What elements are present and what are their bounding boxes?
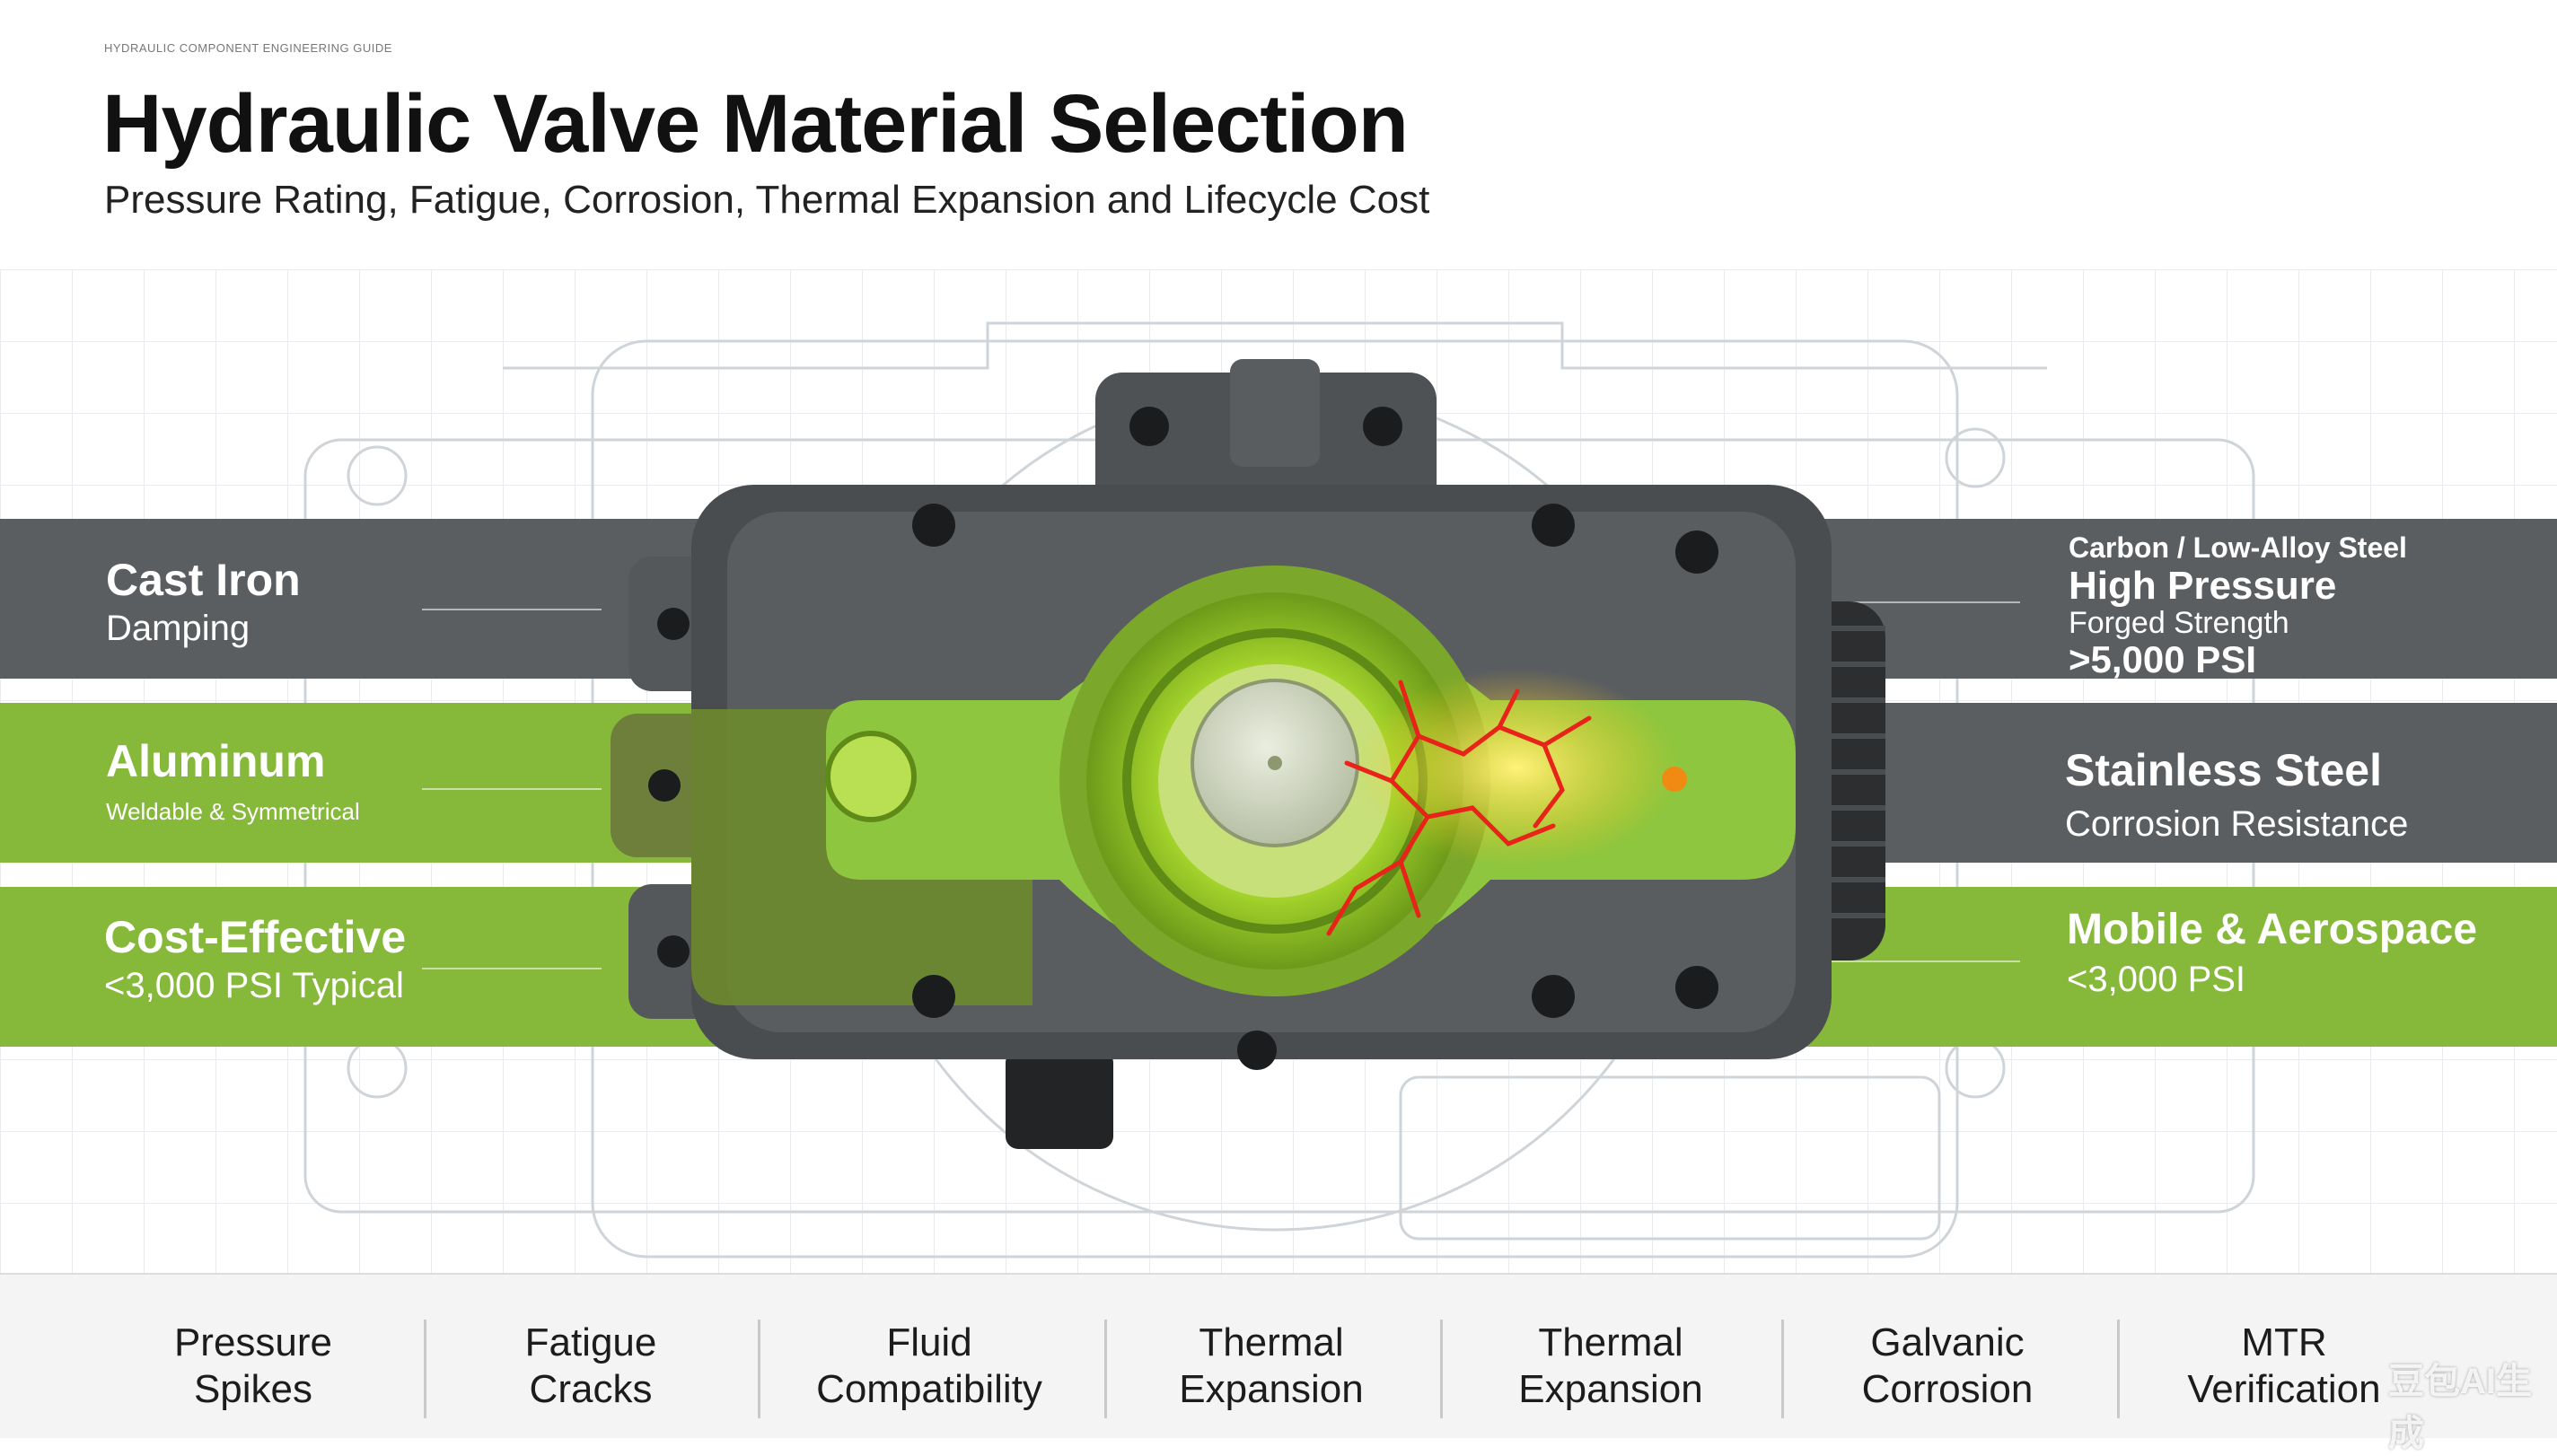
label-stainless-steel: Stainless Steel Corrosion Resistance <box>2065 745 2408 846</box>
carbon-steel-detail: Forged Strength <box>2069 606 2289 640</box>
valve-cutaway-illustration <box>611 359 1885 1149</box>
footer-item-line2: Expansion <box>1518 1367 1703 1411</box>
footer-item-line2: Cracks <box>529 1367 653 1411</box>
label-mobile-aerospace: Mobile & Aerospace <3,000 PSI <box>2067 905 2477 1001</box>
page-subtitle: Pressure Rating, Fatigue, Corrosion, The… <box>104 178 1430 222</box>
cost-effective-title: Cost-Effective <box>104 912 407 962</box>
footer-item-line1: Galvanic <box>1870 1320 2025 1364</box>
footer-divider <box>1781 1320 1784 1418</box>
footer-item-line2: Expansion <box>1179 1367 1364 1411</box>
footer-item-galvanic-corrosion: Galvanic Corrosion <box>1786 1320 2109 1413</box>
cost-effective-detail: <3,000 PSI Typical <box>104 965 404 1005</box>
connector-aluminum <box>422 788 602 790</box>
connector-cost-effective <box>422 968 602 969</box>
mobile-aerospace-title: Mobile & Aerospace <box>2067 906 2478 953</box>
footer-divider <box>1104 1320 1107 1418</box>
page-title: Hydraulic Valve Material Selection <box>102 78 1409 170</box>
footer-item-thermal-expansion-2: Thermal Expansion <box>1449 1320 1772 1413</box>
footer-divider <box>424 1320 426 1418</box>
top-label: HYDRAULIC COMPONENT ENGINEERING GUIDE <box>104 41 392 55</box>
footer-item-line2: Spikes <box>193 1367 313 1411</box>
footer-item-fluid-compatibility: Fluid Compatibility <box>768 1320 1091 1413</box>
connector-carbon-steel <box>1751 601 2020 603</box>
footer-item-line1: Thermal <box>1538 1320 1683 1364</box>
label-cost-effective: Cost-Effective <3,000 PSI Typical <box>104 912 406 1007</box>
label-cast-iron: Cast Iron Damping <box>106 555 301 650</box>
connector-cast-iron <box>422 609 602 610</box>
label-aluminum: Aluminum Weldable & Symmetrical <box>106 736 360 827</box>
footer-item-line2: Verification <box>2187 1367 2381 1411</box>
footer-divider <box>1440 1320 1443 1418</box>
aluminum-detail: Weldable & Symmetrical <box>106 797 360 825</box>
footer-item-line2: Compatibility <box>816 1367 1042 1411</box>
footer-divider <box>2117 1320 2120 1418</box>
footer-item-line2: Corrosion <box>1861 1367 2034 1411</box>
footer-item-pressure-spikes: Pressure Spikes <box>92 1320 415 1413</box>
footer-item-line1: Pressure <box>173 1320 333 1364</box>
footer-item-mtr-verification: MTR Verification <box>2122 1320 2446 1413</box>
aluminum-title: Aluminum <box>106 736 326 786</box>
mobile-aerospace-detail: <3,000 PSI <box>2067 960 2246 1000</box>
carbon-steel-pressure: >5,000 PSI <box>2069 638 2256 680</box>
stainless-steel-title: Stainless Steel <box>2065 745 2382 795</box>
cast-iron-title: Cast Iron <box>106 555 301 605</box>
footer-divider <box>758 1320 760 1418</box>
footer-item-thermal-expansion: Thermal Expansion <box>1110 1320 1433 1413</box>
footer-item-fatigue-cracks: Fatigue Cracks <box>429 1320 752 1413</box>
watermark: 豆包AI生成 <box>2388 1362 2532 1453</box>
footer-item-line1: MTR <box>2241 1320 2327 1364</box>
footer-item-line1: Fluid <box>886 1320 972 1364</box>
footer-item-line1: Thermal <box>1199 1320 1344 1364</box>
carbon-steel-feature: High Pressure <box>2069 564 2337 608</box>
cast-iron-detail: Damping <box>106 608 250 648</box>
carbon-steel-title: Carbon / Low-Alloy Steel <box>2069 531 2407 564</box>
footer-item-line1: Fatigue <box>524 1320 657 1364</box>
stainless-steel-detail: Corrosion Resistance <box>2065 803 2409 844</box>
label-carbon-steel: Carbon / Low-Alloy Steel High Pressure F… <box>2069 530 2407 680</box>
footer-bar: Pressure Spikes Fatigue Cracks Fluid Com… <box>0 1273 2557 1438</box>
connector-mobile-aerospace <box>1751 960 2020 962</box>
